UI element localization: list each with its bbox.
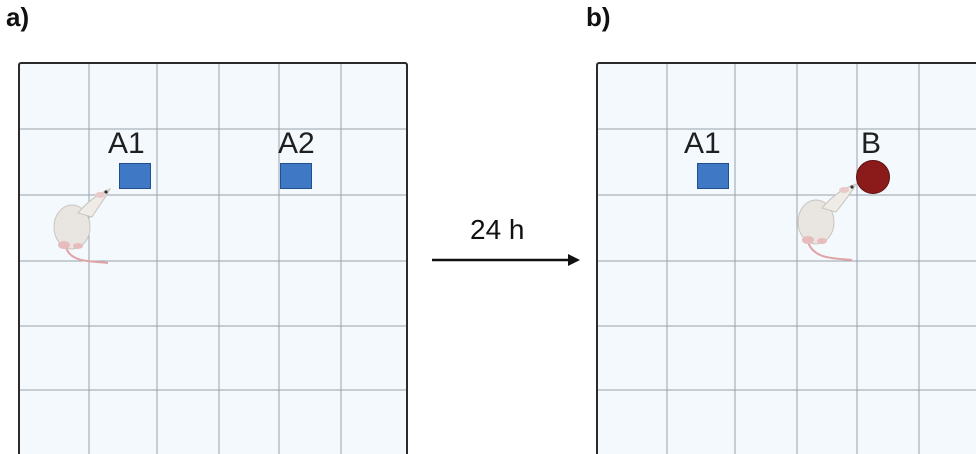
object-a1-square-a <box>119 163 151 189</box>
rat-icon <box>797 183 857 261</box>
arena-b <box>596 62 976 454</box>
panel-a-label: a) <box>6 2 30 32</box>
object-a2-square <box>280 163 312 189</box>
grid-b <box>598 64 976 454</box>
object-b-circle <box>856 160 890 194</box>
object-a2-label: A2 <box>278 127 315 160</box>
object-b-label: B <box>861 127 882 160</box>
object-a1-square-b <box>697 163 729 189</box>
object-a1-label-b: A1 <box>684 127 721 160</box>
rat-icon <box>53 188 112 264</box>
object-a1-label-a: A1 <box>108 127 145 160</box>
time-interval-label: 24 h <box>470 214 525 245</box>
panel-b-label: b) <box>586 2 611 32</box>
right-arrow-icon <box>432 254 580 266</box>
